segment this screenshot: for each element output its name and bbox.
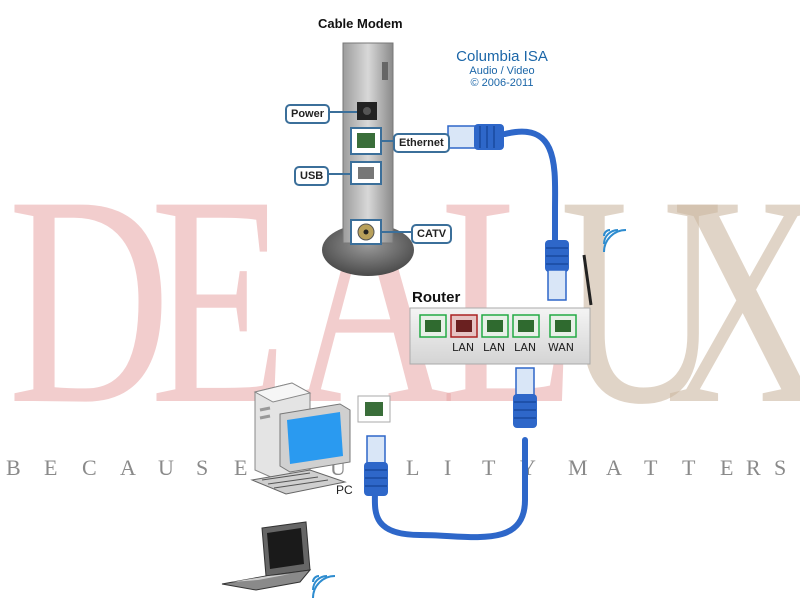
router-port-label-wan: WAN (548, 341, 575, 354)
credit-line-3: © 2006-2011 (470, 77, 534, 89)
router-port-label-lan-2: LAN (483, 341, 506, 354)
router-icon (409, 254, 593, 365)
ethernet-cable-icon (447, 124, 569, 301)
desktop-pc-icon (250, 382, 391, 495)
modem-title: Cable Modem (318, 16, 403, 31)
router-port-label-lan-3: LAN (514, 341, 537, 354)
router-title: Router (412, 289, 461, 306)
catv-port-label: CATV (411, 224, 453, 244)
port-callout-lines (326, 111, 412, 233)
laptop-icon (221, 521, 312, 591)
watermark-letter-x: X (665, 150, 800, 450)
credit-line-1: Columbia ISA (456, 48, 548, 65)
usb-port-label: USB (294, 166, 330, 186)
watermark-letter-d: D (8, 134, 171, 466)
ethernet-port-label: Ethernet (393, 133, 450, 153)
power-port-label: Power (285, 104, 331, 124)
credit-block: Columbia ISA Audio / Video © 2006-2011 (437, 48, 567, 89)
pc-label: PC (336, 483, 353, 497)
ethernet-cable-icon (364, 367, 537, 541)
cable-modem-icon (322, 42, 414, 276)
credit-line-2: Audio / Video (469, 65, 535, 77)
wifi-signal-icon (312, 575, 336, 599)
router-port-label-lan-1: LAN (452, 341, 475, 354)
watermark-letter-u: U (560, 134, 723, 466)
wifi-signal-icon (603, 229, 627, 253)
